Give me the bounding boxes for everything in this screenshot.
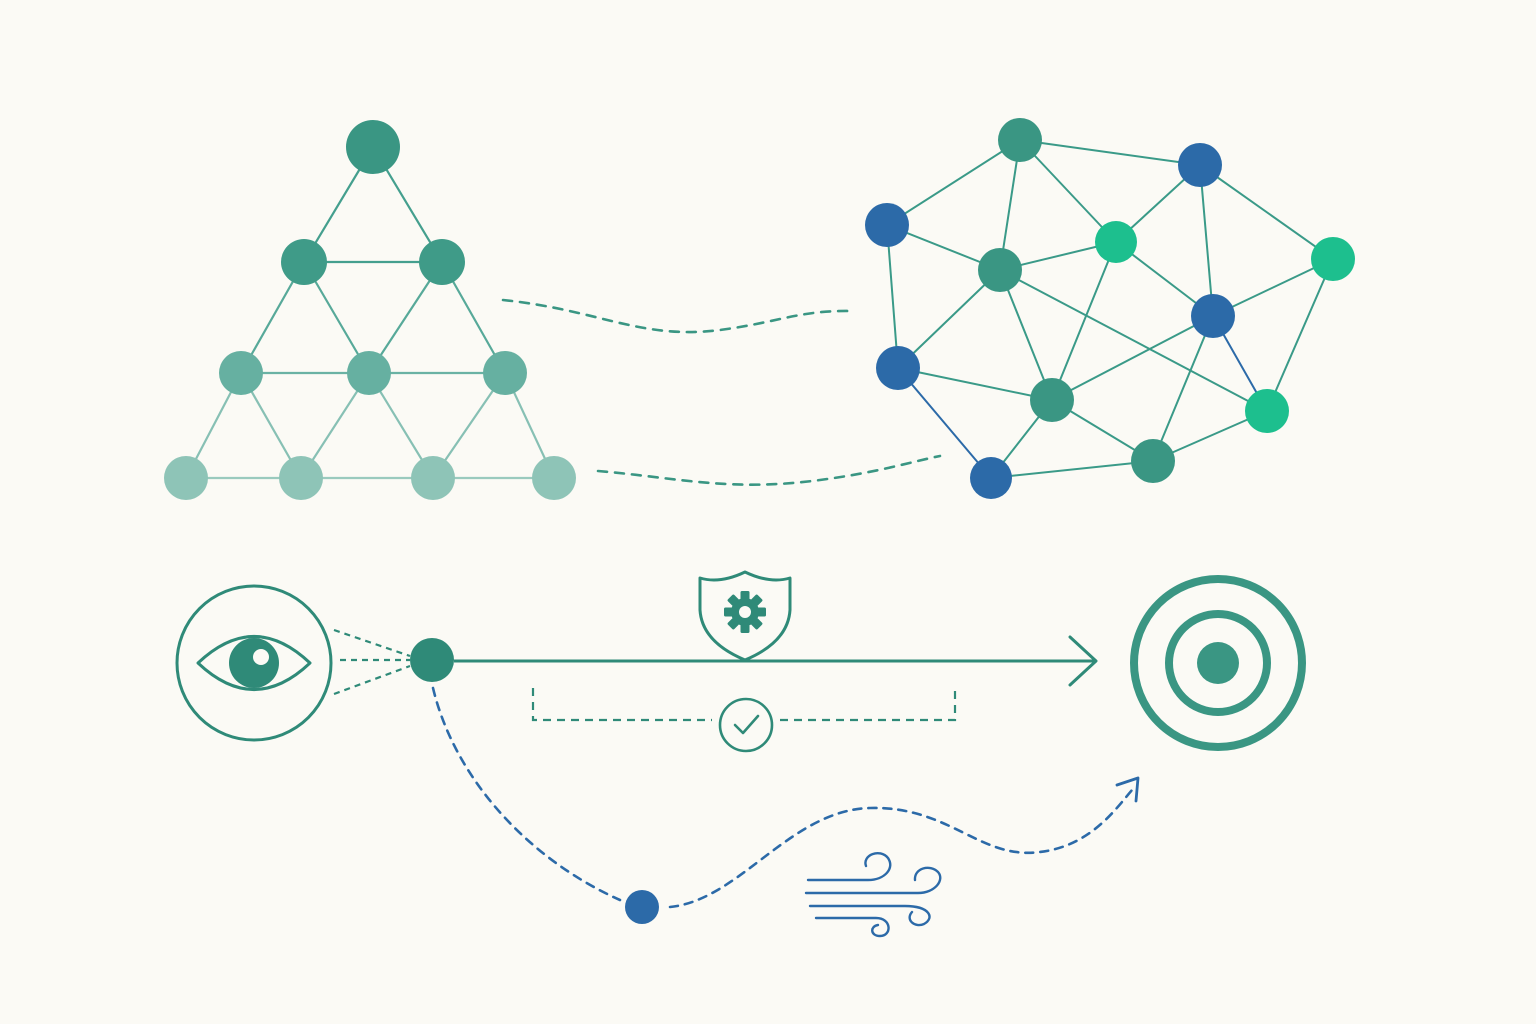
mesh-node [1095, 221, 1137, 263]
mesh-node [1131, 439, 1175, 483]
deviation-curve-up [668, 788, 1134, 909]
wind-icon [804, 852, 942, 938]
mesh-edge [886, 224, 899, 369]
mesh-edge [1199, 164, 1214, 317]
arrow-up-right-icon [1115, 776, 1140, 803]
mesh-node [876, 346, 920, 390]
mesh-edge [1051, 241, 1117, 401]
mesh-edge [897, 367, 992, 479]
hierarchy-node-top [346, 120, 400, 174]
mesh-node [1030, 378, 1074, 422]
drift-node [625, 890, 659, 924]
mesh-node [1311, 237, 1355, 281]
mesh-node [1245, 389, 1289, 433]
check-circle-icon [718, 697, 774, 753]
connector-dashed-bottom [596, 454, 942, 486]
mesh-edge [886, 139, 1021, 226]
mesh-edge [990, 460, 1154, 479]
mesh-node [865, 203, 909, 247]
hierarchy-node [419, 239, 465, 285]
view-line [333, 664, 411, 696]
mesh-node [1178, 143, 1222, 187]
hierarchy-network [164, 120, 576, 500]
mesh-edge [1051, 315, 1214, 401]
mesh-edge [897, 269, 1001, 369]
mesh-node [978, 248, 1022, 292]
hierarchy-node [347, 351, 391, 395]
hierarchy-node [281, 239, 327, 285]
mesh-edge [1152, 315, 1214, 462]
mesh-edge [1266, 258, 1334, 412]
network-connectors [501, 298, 942, 486]
view-lines [333, 628, 411, 696]
hierarchy-node [164, 456, 208, 500]
gear-icon [724, 591, 766, 633]
hierarchy-node [483, 351, 527, 395]
mesh-node [998, 118, 1042, 162]
verification-bracket [531, 688, 957, 722]
arrow-right-icon [1068, 635, 1098, 687]
hierarchy-node [532, 456, 576, 500]
mesh-edge [897, 367, 1053, 401]
mesh-edge [1019, 139, 1201, 166]
bracket-left [531, 688, 712, 722]
shield-gear-icon [698, 570, 792, 662]
observer [175, 584, 411, 742]
mesh-node [970, 457, 1012, 499]
eye-icon [196, 635, 312, 691]
mesh-node [1191, 294, 1235, 338]
hierarchy-edges [184, 145, 556, 480]
observer-ring [175, 584, 333, 742]
deviation-path [431, 686, 1134, 909]
mesh-network [865, 118, 1355, 499]
mesh-edge [999, 269, 1053, 401]
hierarchy-node [219, 351, 263, 395]
mesh-edge [1199, 164, 1334, 260]
hierarchy-nodes [164, 120, 576, 500]
mesh-edge [1212, 258, 1334, 317]
connector-dashed-top [501, 298, 854, 334]
start-node [410, 638, 454, 682]
hierarchy-node [411, 456, 455, 500]
hierarchy-node [279, 456, 323, 500]
mesh-edge [999, 269, 1268, 412]
bracket-right [780, 688, 957, 722]
main-path [410, 635, 1098, 687]
view-line [333, 628, 411, 658]
target-icon [1130, 575, 1306, 751]
mesh-edge [1019, 139, 1117, 243]
mesh-nodes [865, 118, 1355, 499]
deviation-curve-down [431, 686, 622, 902]
